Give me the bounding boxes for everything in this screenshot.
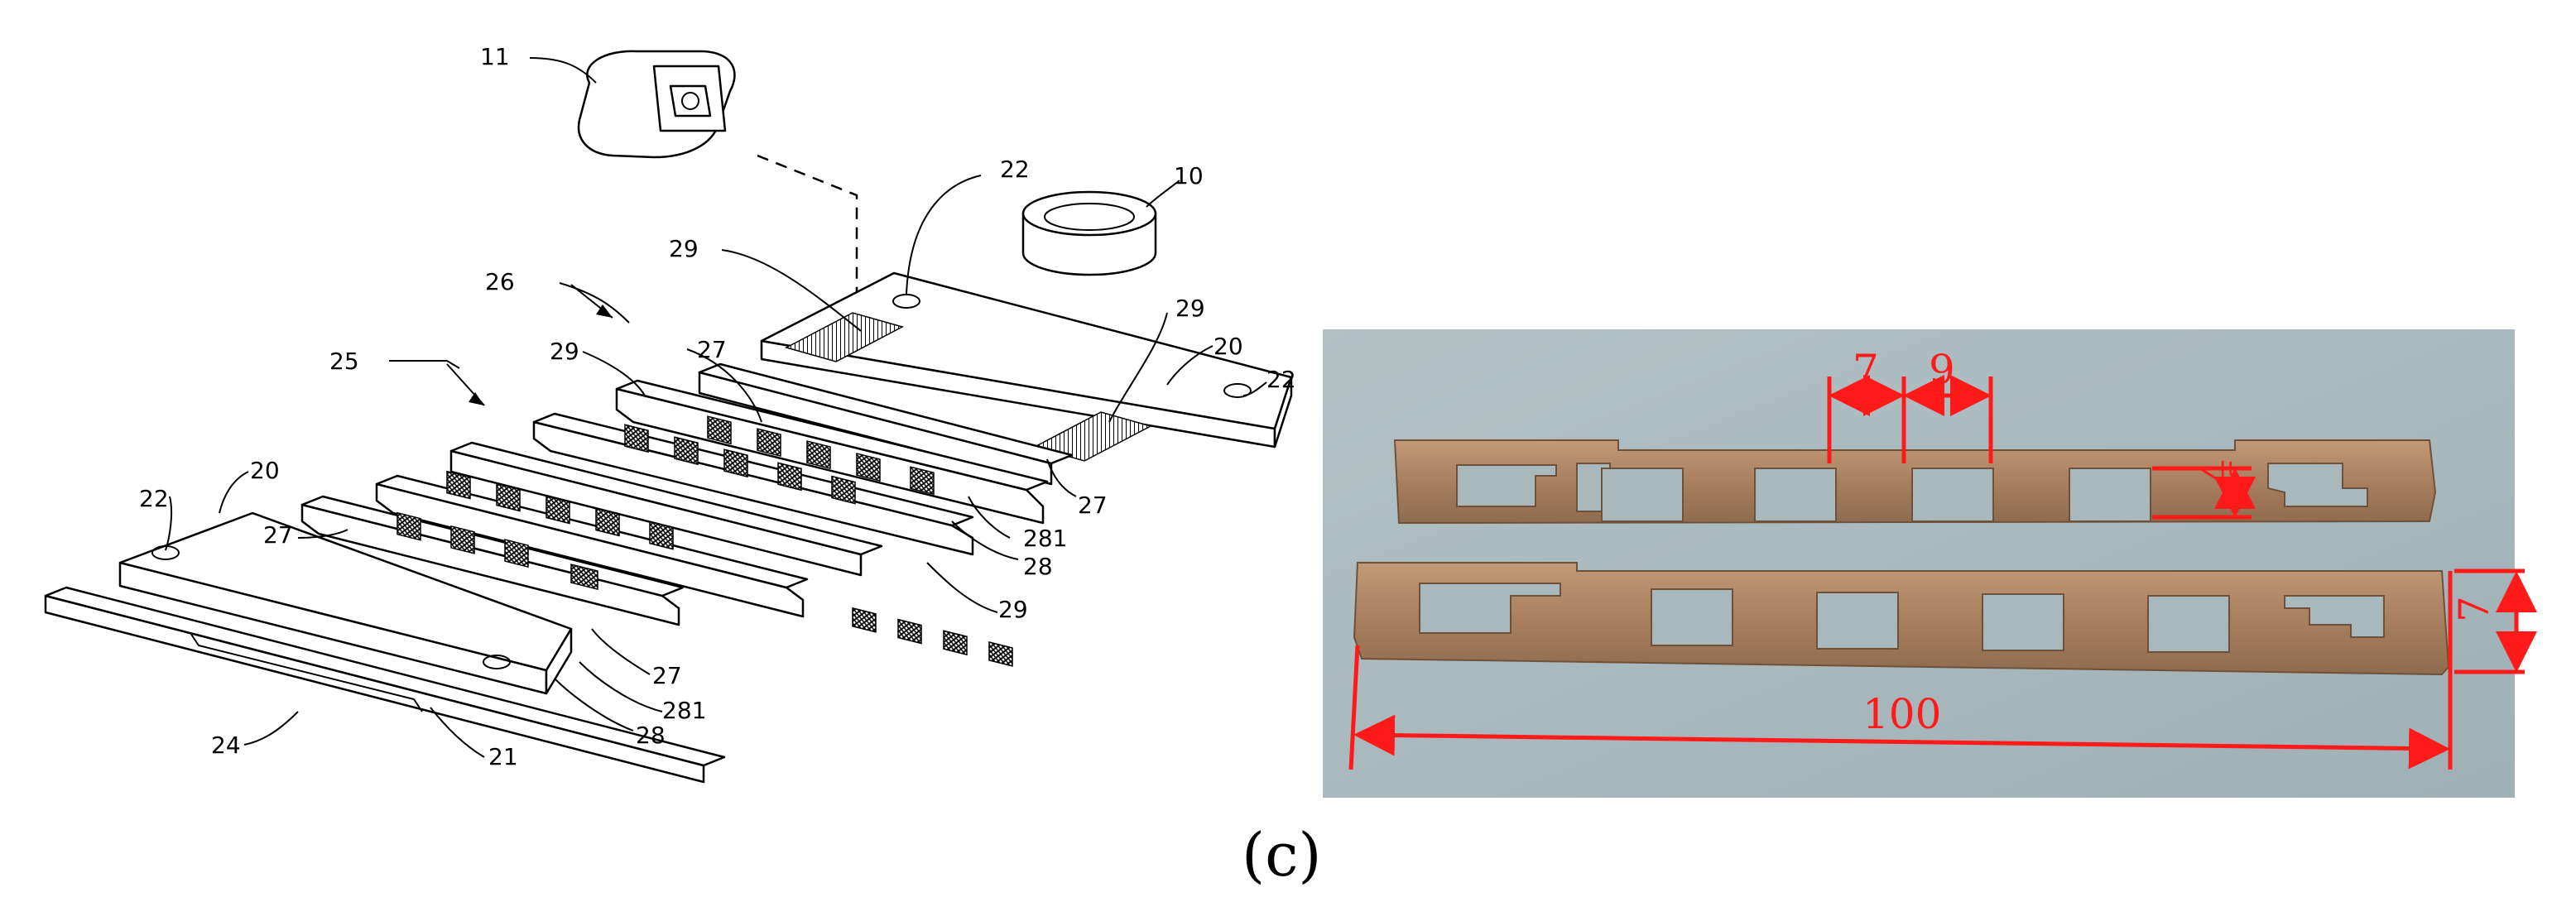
alignment-dashed-line bbox=[757, 154, 858, 302]
sheet-lower-windows bbox=[375, 470, 809, 618]
label-21: 21 bbox=[488, 743, 518, 770]
copper-sheet-photo: 7 9 4 7 100 bbox=[1323, 329, 2537, 798]
microchannel-array-left bbox=[784, 312, 905, 362]
label-10: 10 bbox=[1174, 162, 1204, 189]
dim-extension-line bbox=[1348, 645, 1360, 770]
label-27-d: 27 bbox=[652, 662, 682, 689]
dim-100-line bbox=[1353, 714, 2450, 770]
sheet-upper-windows bbox=[615, 379, 1049, 525]
dimension-annotations: 7 9 4 7 100 bbox=[1348, 346, 2537, 770]
label-22-top: 22 bbox=[1000, 156, 1030, 183]
part-26-sheet bbox=[698, 362, 1074, 667]
dim-100-label: 100 bbox=[1862, 690, 1941, 738]
label-29-c: 29 bbox=[550, 338, 579, 365]
sheet-thin bbox=[300, 495, 685, 626]
part-20-bottom-plate bbox=[118, 511, 573, 695]
label-29-a: 29 bbox=[669, 235, 699, 262]
dim-4-label: 4 bbox=[2194, 458, 2242, 485]
part-11-adapter-block bbox=[577, 50, 736, 159]
copper-strip-lower bbox=[1353, 562, 2450, 676]
arrow-head-icon bbox=[596, 305, 613, 318]
label-28-a: 28 bbox=[1023, 553, 1053, 580]
part-25-sheet bbox=[449, 441, 883, 577]
dim-7-top-label: 7 bbox=[1853, 346, 1879, 394]
mounting-hole-icon bbox=[151, 545, 180, 560]
label-26: 26 bbox=[485, 268, 515, 295]
mounting-hole-icon bbox=[892, 294, 920, 309]
mounting-hole-icon bbox=[483, 655, 511, 669]
leader-lines bbox=[165, 57, 1267, 758]
label-22-left: 22 bbox=[139, 485, 169, 512]
figure-caption: (c) bbox=[1242, 820, 1322, 890]
part-10-ring bbox=[1021, 190, 1157, 276]
copper-strip-upper bbox=[1393, 439, 2437, 525]
exploded-assembly-drawing: 11 10 22 29 29 26 29 27 20 22 25 27 281 … bbox=[44, 43, 1296, 784]
part-24-base-sheet bbox=[44, 586, 726, 784]
label-28-b: 28 bbox=[636, 722, 666, 749]
label-22-right: 22 bbox=[1266, 366, 1296, 393]
label-281-b: 281 bbox=[662, 697, 706, 724]
label-281-a: 281 bbox=[1023, 525, 1067, 552]
dim-9-label: 9 bbox=[1929, 346, 1955, 394]
label-27-c: 27 bbox=[263, 521, 293, 549]
label-11: 11 bbox=[480, 43, 510, 70]
label-27-b: 27 bbox=[1078, 492, 1108, 519]
label-20-left: 20 bbox=[250, 457, 280, 484]
label-20-right: 20 bbox=[1214, 333, 1243, 360]
sheet-middle bbox=[532, 412, 974, 556]
label-29-b: 29 bbox=[1175, 295, 1205, 322]
mounting-hole-icon bbox=[1223, 383, 1252, 398]
label-27-a: 27 bbox=[697, 336, 727, 363]
dim-7-right-label: 7 bbox=[2450, 596, 2498, 622]
label-24: 24 bbox=[211, 732, 241, 759]
label-25: 25 bbox=[329, 348, 359, 375]
part-20-top-plate bbox=[760, 271, 1293, 462]
label-29-d: 29 bbox=[998, 596, 1028, 623]
arrow-head-icon bbox=[469, 392, 484, 405]
